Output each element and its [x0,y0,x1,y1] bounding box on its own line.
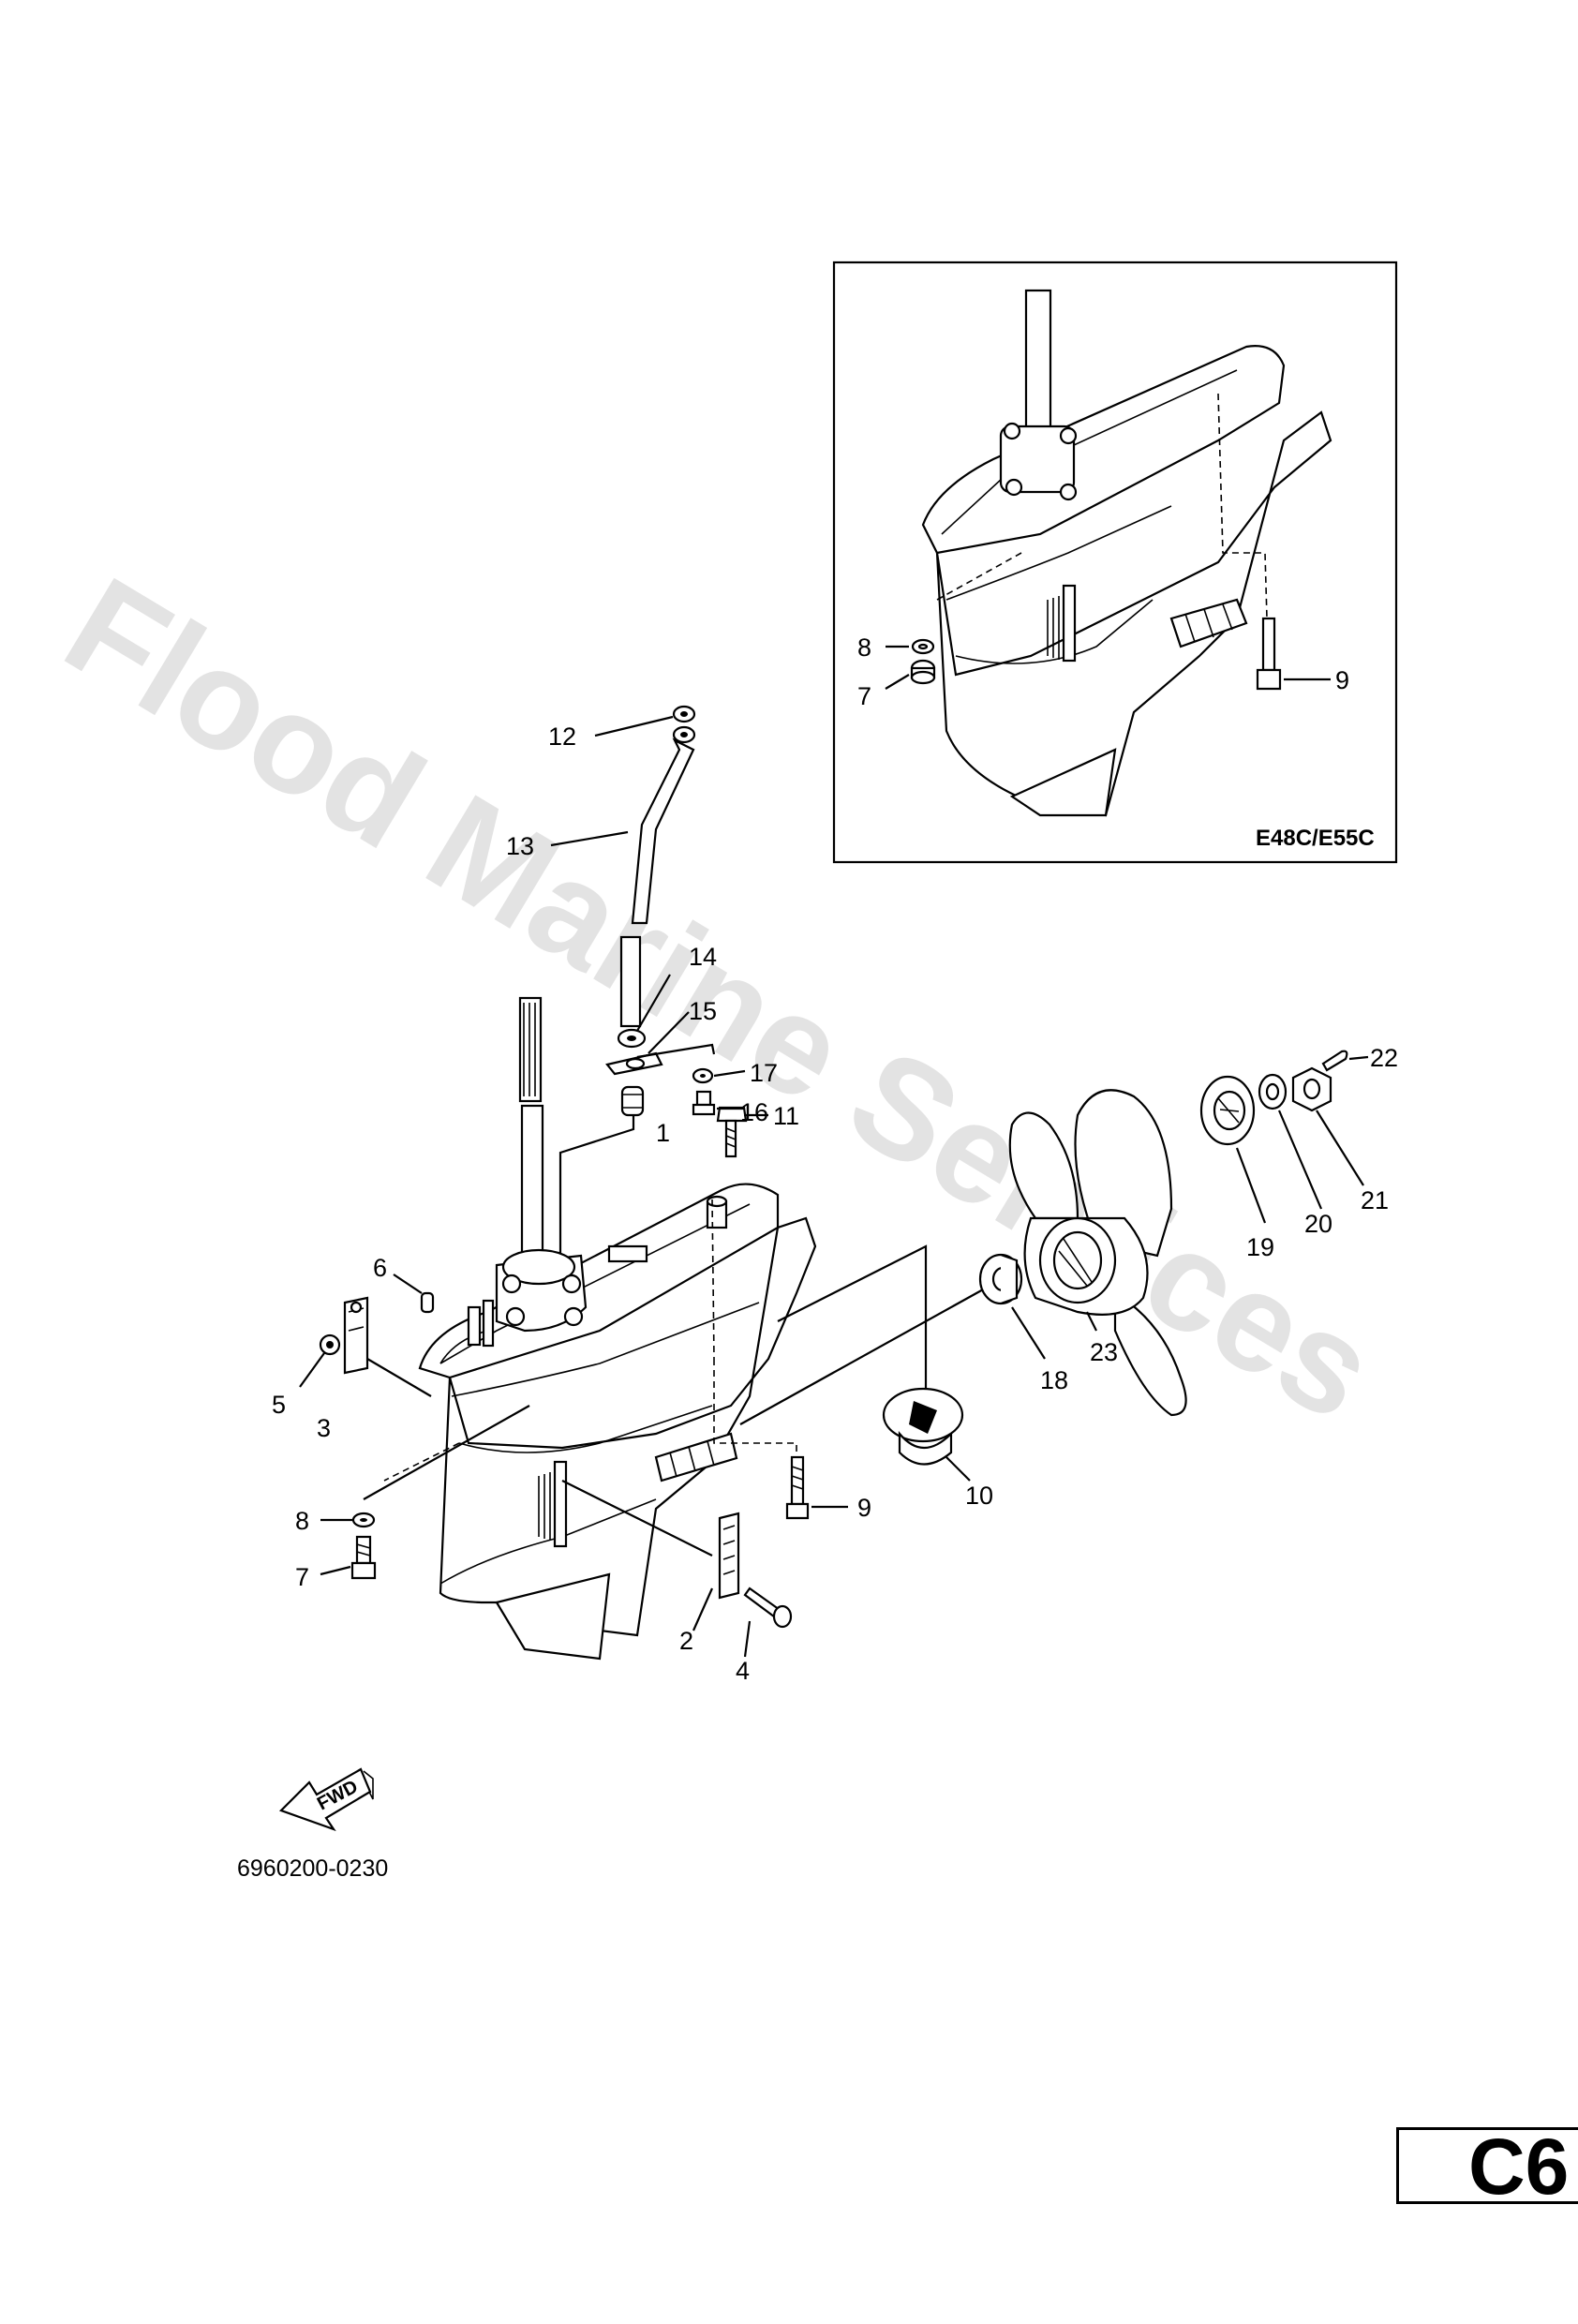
grommet-part-14 [617,1028,647,1049]
inset-water-intake-grille [1047,584,1077,663]
thrust-washer-part-18 [978,1253,1046,1360]
watermark: Flood Marine Services [41,546,1401,1450]
plate-part-15 [605,1051,663,1076]
callout-11: 11 [773,1102,799,1130]
callout-17: 17 [750,1059,778,1087]
dowel-pin-part-6 [393,1274,435,1314]
callout-13: 13 [506,832,534,860]
callout-4: 4 [736,1657,750,1685]
gearcase-upper-plate [418,1183,780,1379]
callout-16: 16 [740,1098,768,1126]
gearcase-body [439,1216,817,1661]
inset-box: 8 7 9 E48C/E55C [832,261,1398,864]
callout-9: 9 [857,1494,871,1522]
callout-2: 2 [679,1627,693,1655]
screw-part-16 [692,1090,716,1116]
inset-callout-8: 8 [857,633,871,662]
callout-12: 12 [548,723,576,751]
grommet-part-12 [672,705,696,744]
main-assembly [299,705,1369,1661]
washer-part-20 [1258,1073,1323,1210]
callout-8: 8 [295,1507,309,1535]
fwd-arrow-icon: FWD [278,1767,374,1832]
callout-22: 22 [1370,1044,1398,1072]
nut-part-21 [1291,1066,1364,1186]
anode-part-2 [561,1480,740,1631]
water-intake-grille [538,1460,568,1548]
inset-part-9-bolt [1256,617,1331,691]
inset-part-8-washer [886,638,935,655]
callout-20: 20 [1304,1210,1332,1238]
cotter-pin-part-22 [1321,1050,1369,1072]
inset-callout-9: 9 [1335,666,1349,694]
inset-callout-7: 7 [857,682,871,710]
callout-7: 7 [295,1563,309,1591]
propeller-part-23 [1008,1089,1187,1417]
figure-code: 6960200-0230 [237,1855,388,1882]
washer-part-8 [320,1405,530,1528]
spacer-part-19 [1199,1075,1267,1224]
drive-shaft [518,996,544,1258]
callout-5: 5 [272,1391,286,1419]
washer-part-17 [692,1067,714,1084]
inset-model-label: E48C/E55C [1256,826,1375,851]
callout-15: 15 [689,997,717,1025]
inset-part-7-nut [885,659,936,690]
bolt-part-9 [785,1455,848,1520]
page-tag: C6 [1396,2127,1578,2204]
water-pump-housing [467,1248,588,1348]
bracket-part-3 [343,1296,432,1397]
callout-23: 23 [1090,1338,1118,1366]
callout-3: 3 [317,1414,331,1442]
bolt-part-11 [716,1106,748,1158]
seal-part-1 [620,1085,645,1117]
bolt-part-4 [743,1587,793,1658]
bolt-part-7 [320,1535,377,1580]
callout-21: 21 [1361,1186,1389,1214]
callout-1: 1 [656,1119,670,1147]
callout-19: 19 [1246,1233,1274,1261]
water-tube-part-13 [619,737,695,1028]
callout-14: 14 [689,943,717,971]
trim-tab-part-10 [882,1387,971,1482]
nut-part-5 [299,1333,341,1388]
callout-6: 6 [373,1254,387,1282]
callout-18: 18 [1040,1366,1068,1394]
callout-10: 10 [965,1482,993,1510]
